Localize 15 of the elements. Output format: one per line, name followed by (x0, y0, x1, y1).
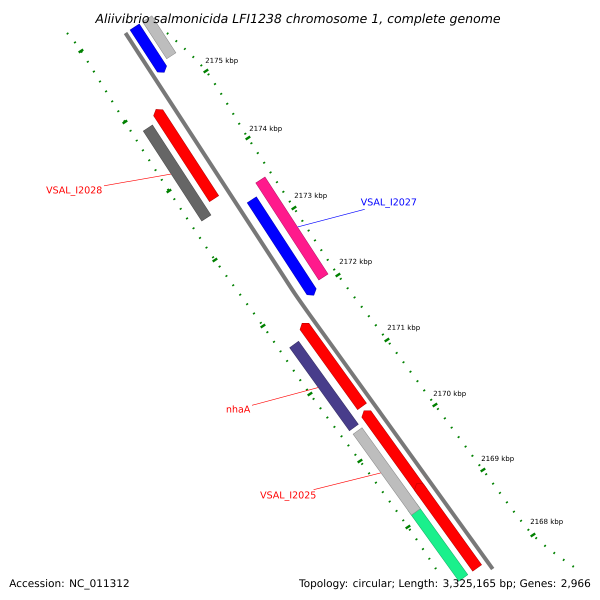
gene-arrow (352, 427, 421, 516)
leader-line (252, 387, 318, 406)
gene-label: nhaA (226, 405, 250, 413)
gene-label: VSAL_I2027 (360, 198, 416, 208)
gene-arrow (256, 176, 328, 280)
leader-line (104, 174, 172, 186)
leader-line (297, 209, 365, 228)
gene-label: VSAL_I2025 (260, 491, 316, 501)
gene-arrow (289, 341, 359, 431)
accession-text: Accession: NC_011312 (9, 579, 129, 590)
leader-line (313, 472, 381, 490)
gene-label: VSAL_I2028 (46, 186, 102, 196)
title: Aliivibrio salmonicida LFI1238 chromosome 1, complete genome (94, 14, 500, 26)
genome-info-text: Topology: circular; Length: 3,325,165 bp; Genes: 2,966 (299, 579, 590, 590)
gene-arrow (143, 124, 212, 222)
